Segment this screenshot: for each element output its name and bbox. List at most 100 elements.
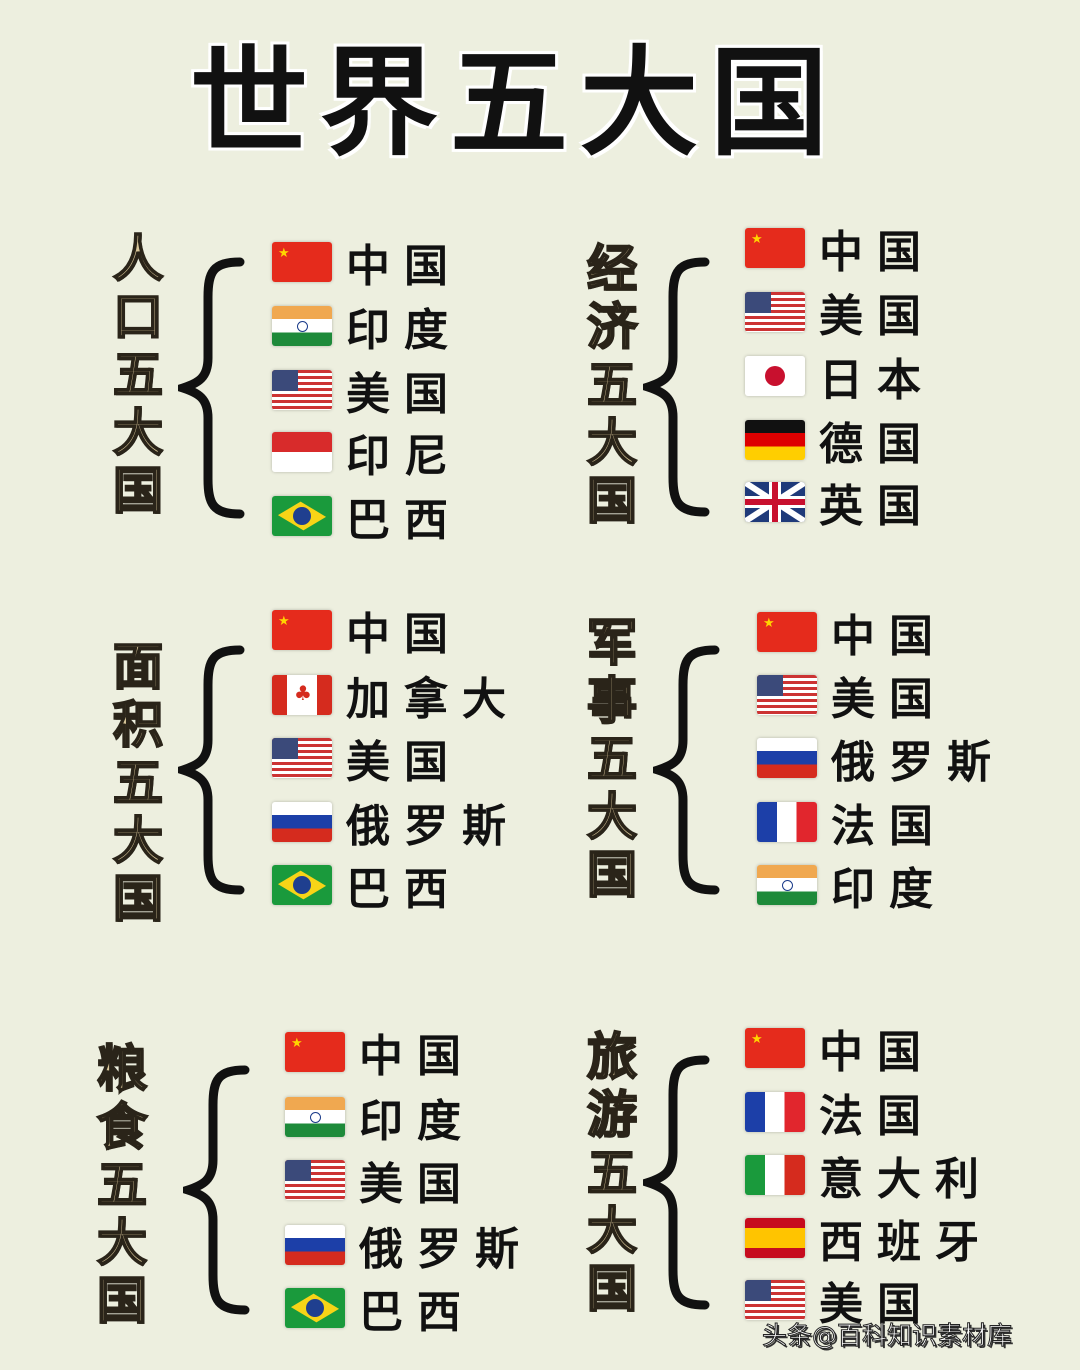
country-name: 印度 bbox=[346, 305, 462, 356]
country-name: 日本 bbox=[819, 355, 935, 406]
flag-france-icon bbox=[757, 802, 817, 842]
flag-italy-icon bbox=[745, 1155, 805, 1195]
flag-russia-icon bbox=[285, 1225, 345, 1265]
country-item: 英国 bbox=[745, 472, 935, 532]
country-item: ♣ 加拿大 bbox=[272, 665, 520, 725]
country-item: 美国 bbox=[272, 360, 462, 420]
flag-india-icon bbox=[285, 1097, 345, 1137]
flag-france-icon bbox=[745, 1092, 805, 1132]
flag-russia-icon bbox=[272, 802, 332, 842]
country-item: ★ 中国 bbox=[272, 232, 462, 292]
country-name: 中国 bbox=[346, 609, 462, 660]
country-item: 美国 bbox=[272, 728, 462, 788]
country-name: 美国 bbox=[819, 1279, 935, 1330]
country-name: 法国 bbox=[831, 801, 947, 852]
group-label: 军事五大国 bbox=[578, 615, 638, 907]
country-name: 加拿大 bbox=[346, 674, 520, 725]
country-item: 法国 bbox=[745, 1082, 935, 1142]
flag-china-icon: ★ bbox=[745, 1028, 805, 1068]
flag-china-icon: ★ bbox=[285, 1032, 345, 1072]
country-item: 印度 bbox=[285, 1087, 475, 1147]
brace-icon bbox=[643, 1055, 710, 1310]
brace-icon bbox=[183, 1065, 250, 1315]
brace-icon bbox=[178, 257, 245, 519]
flag-china-icon: ★ bbox=[272, 242, 332, 282]
country-name: 德国 bbox=[819, 419, 935, 470]
country-name: 美国 bbox=[831, 674, 947, 725]
country-item: 美国 bbox=[285, 1150, 475, 1210]
country-name: 俄罗斯 bbox=[359, 1224, 533, 1275]
country-name: 中国 bbox=[359, 1031, 475, 1082]
flag-usa-icon bbox=[745, 1280, 805, 1320]
flag-brazil-icon bbox=[272, 496, 332, 536]
country-name: 美国 bbox=[346, 369, 462, 420]
country-item: 日本 bbox=[745, 346, 935, 406]
country-item: 意大利 bbox=[745, 1145, 993, 1205]
country-item: ★ 中国 bbox=[285, 1022, 475, 1082]
country-name: 英国 bbox=[819, 481, 935, 532]
country-name: 中国 bbox=[819, 1027, 935, 1078]
country-name: 印度 bbox=[359, 1096, 475, 1147]
group-label: 面积五大国 bbox=[104, 639, 164, 931]
country-item: 法国 bbox=[757, 792, 947, 852]
country-item: 美国 bbox=[745, 282, 935, 342]
country-item: ★ 中国 bbox=[745, 1018, 935, 1078]
flag-india-icon bbox=[272, 306, 332, 346]
group-label: 旅游五大国 bbox=[578, 1029, 638, 1321]
country-item: 印度 bbox=[272, 296, 462, 356]
flag-india-icon bbox=[757, 865, 817, 905]
country-item: 美国 bbox=[757, 665, 947, 725]
country-item: 俄罗斯 bbox=[272, 792, 520, 852]
flag-usa-icon bbox=[745, 292, 805, 332]
brace-icon bbox=[653, 645, 720, 895]
flag-russia-icon bbox=[757, 738, 817, 778]
watermark: 头条@百科知识素材库 bbox=[761, 1321, 1013, 1351]
group-label: 人口五大国 bbox=[104, 231, 164, 523]
country-item: 巴西 bbox=[272, 855, 462, 915]
flag-usa-icon bbox=[272, 370, 332, 410]
country-name: 美国 bbox=[359, 1159, 475, 1210]
country-name: 美国 bbox=[819, 291, 935, 342]
country-name: 中国 bbox=[346, 241, 462, 292]
flag-germany-icon bbox=[745, 420, 805, 460]
flag-spain-icon bbox=[745, 1218, 805, 1258]
page-title: 世界五大国 bbox=[190, 34, 841, 172]
flag-brazil-icon bbox=[285, 1288, 345, 1328]
country-item: 印度 bbox=[757, 855, 947, 915]
flag-brazil-icon bbox=[272, 865, 332, 905]
country-name: 美国 bbox=[346, 737, 462, 788]
country-item: 俄罗斯 bbox=[757, 728, 1005, 788]
country-item: 美国 bbox=[745, 1270, 935, 1330]
country-name: 西班牙 bbox=[819, 1217, 993, 1268]
country-name: 中国 bbox=[819, 227, 935, 278]
flag-japan-icon bbox=[745, 356, 805, 396]
flag-canada-icon: ♣ bbox=[272, 675, 332, 715]
flag-indonesia-icon bbox=[272, 432, 332, 472]
country-name: 印尼 bbox=[346, 431, 462, 482]
country-name: 巴西 bbox=[346, 864, 462, 915]
country-item: ★ 中国 bbox=[757, 602, 947, 662]
country-name: 中国 bbox=[831, 611, 947, 662]
country-name: 俄罗斯 bbox=[346, 801, 520, 852]
flag-china-icon: ★ bbox=[272, 610, 332, 650]
brace-icon bbox=[643, 257, 710, 517]
country-item: 西班牙 bbox=[745, 1208, 993, 1268]
country-item: 巴西 bbox=[285, 1278, 475, 1338]
country-name: 巴西 bbox=[346, 495, 462, 546]
flag-china-icon: ★ bbox=[745, 228, 805, 268]
country-item: 巴西 bbox=[272, 486, 462, 546]
country-name: 意大利 bbox=[819, 1154, 993, 1205]
country-item: 德国 bbox=[745, 410, 935, 470]
country-item: 俄罗斯 bbox=[285, 1215, 533, 1275]
group-label: 经济五大国 bbox=[578, 241, 638, 533]
flag-usa-icon bbox=[285, 1160, 345, 1200]
flag-uk-icon bbox=[745, 482, 805, 522]
country-name: 巴西 bbox=[359, 1287, 475, 1338]
country-item: 印尼 bbox=[272, 422, 462, 482]
flag-usa-icon bbox=[272, 738, 332, 778]
brace-icon bbox=[178, 645, 245, 895]
country-name: 印度 bbox=[831, 864, 947, 915]
country-name: 法国 bbox=[819, 1091, 935, 1142]
flag-china-icon: ★ bbox=[757, 612, 817, 652]
country-item: ★ 中国 bbox=[745, 218, 935, 278]
